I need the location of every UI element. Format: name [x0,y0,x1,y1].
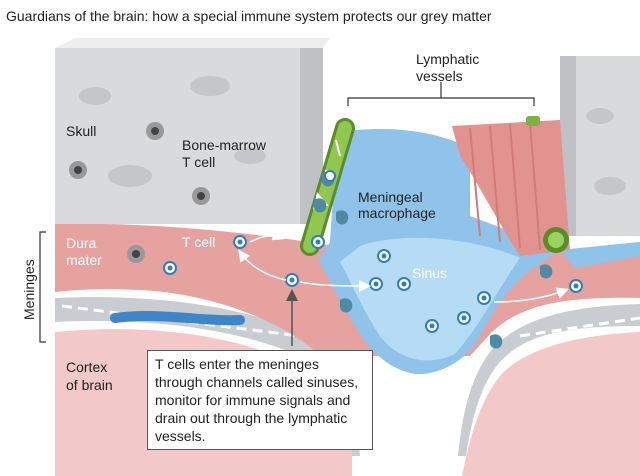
page-title: Guardians of the brain: how a special im… [6,8,492,24]
label-bone-marrow-1: Bone-marrow [182,137,267,153]
arachnoid-left [55,297,360,456]
label-cortex-2: of brain [66,377,113,393]
blood-vessel [110,311,245,326]
arachnoid-right [458,304,640,456]
skull-block [55,48,323,224]
label-bone-marrow-2: T cell [182,154,215,170]
label-lymphatic-2: vessels [416,68,463,84]
label-dura-2: mater [66,252,102,268]
t-cell-icon [163,170,583,333]
caption-box: T cells enter the meninges through chann… [147,350,373,450]
label-macrophage-2: macrophage [358,205,436,221]
meninges-diagram: Skull Bone-marrow T cell Lymphatic vesse… [0,36,640,476]
page-header: Guardians of the brain: how a special im… [0,0,640,36]
cortex-right [462,332,640,476]
label-dura-1: Dura [66,235,97,251]
label-macrophage-1: Meningeal [358,189,423,205]
label-cortex-1: Cortex [66,359,107,375]
arrow-icon [238,229,569,303]
meninges-bracket [39,231,46,343]
label-t-cell: T cell [182,234,215,250]
label-lymphatic-1: Lymphatic [416,51,479,67]
lymphatic-vessel-right [526,116,540,126]
diagram-canvas: Skull Bone-marrow T cell Lymphatic vesse… [0,36,640,476]
label-skull: Skull [66,123,96,139]
label-sinus: Sinus [412,265,447,281]
label-meninges: Meninges [21,259,37,320]
dura-fold [452,120,570,256]
bone-marrow-cell-icon [69,122,210,263]
